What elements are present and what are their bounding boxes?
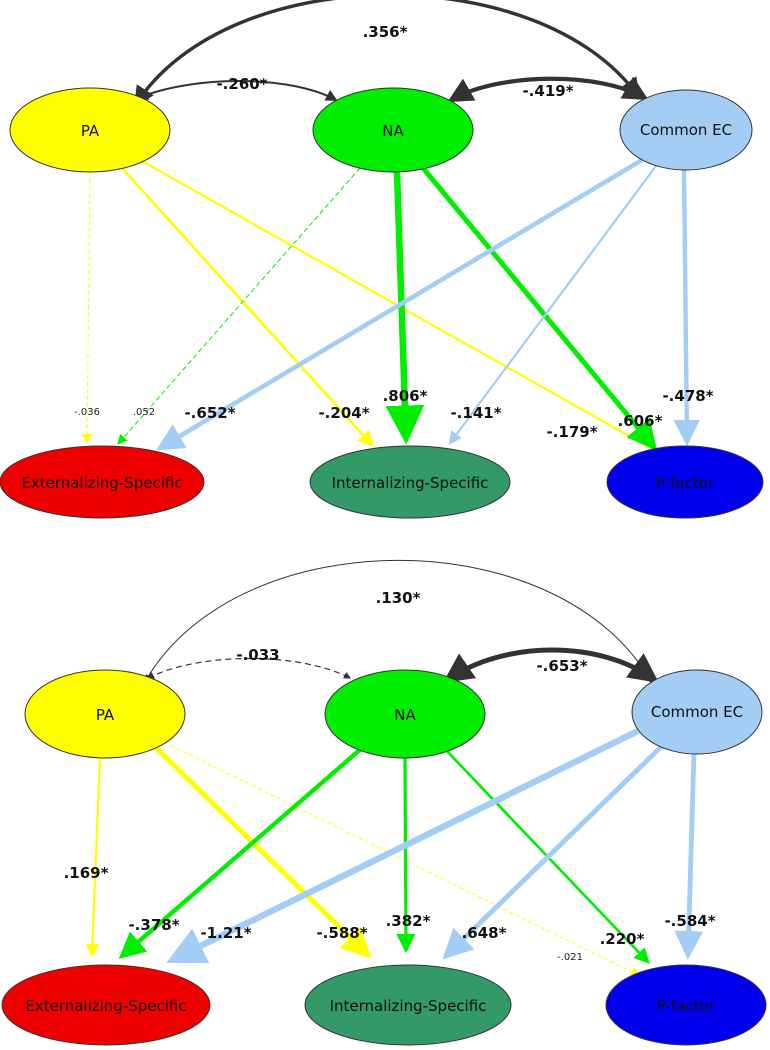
node-na-label: NA <box>382 122 404 140</box>
path-ec-int <box>442 742 666 960</box>
label-corr-pa-ec: .356* <box>363 23 408 41</box>
path-ec-ext <box>156 158 644 451</box>
label-corr-pa-na: -.260* <box>216 75 267 93</box>
label-pa-pf: -.179* <box>546 423 597 441</box>
path-pa-int <box>146 738 372 959</box>
label-ec-int: -.141* <box>450 404 501 422</box>
nodes-bottom: PA NA Common EC Externalizing-Specific I… <box>1 669 767 1046</box>
corr-pa-na <box>146 657 352 679</box>
label-corr-na-ec: -.419* <box>522 82 573 100</box>
label-pa-ext: .169* <box>64 864 109 882</box>
node-pa-label: PA <box>96 706 115 724</box>
path-pa-pf <box>163 741 641 977</box>
label-pa-int: -.588* <box>316 924 367 942</box>
label-pa-int: -.204* <box>318 404 369 422</box>
path-na-pf <box>443 747 650 964</box>
path-na-int <box>396 755 416 954</box>
label-ec-pf: -.584* <box>664 912 715 930</box>
label-ec-ext: -.652* <box>184 404 235 422</box>
node-common-ec <box>619 89 753 171</box>
node-internalizing-label: Internalizing-Specific <box>330 997 487 1015</box>
path-na-ext <box>118 746 364 959</box>
paths-top <box>82 158 700 460</box>
panel-bottom: PA NA Common EC Externalizing-Specific I… <box>1 559 767 1046</box>
node-externalizing-label: Externalizing-Specific <box>25 997 186 1015</box>
node-internalizing <box>304 964 512 1046</box>
node-na-label: NA <box>394 706 416 724</box>
paths-bottom <box>85 727 704 977</box>
panel-top: PA NA Common EC Externalizing-Specific I… <box>0 0 764 519</box>
node-p-factor-label: P-factor <box>657 997 716 1015</box>
node-internalizing <box>309 445 511 519</box>
path-na-ext <box>117 167 361 445</box>
label-ec-pf: -.478* <box>662 387 713 405</box>
path-ec-int <box>448 165 657 445</box>
labels-top: .356* -.260* -.419* -.036 .052 -.652* -.… <box>74 23 714 441</box>
correlations-bottom <box>145 559 660 684</box>
nodes-top: PA NA Common EC Externalizing-Specific I… <box>0 87 764 519</box>
corr-pa-ec <box>134 0 640 107</box>
path-na-pf <box>421 166 658 451</box>
node-externalizing <box>1 964 211 1046</box>
corr-na-ec <box>442 647 660 683</box>
label-na-pf: .220* <box>600 930 645 948</box>
node-externalizing <box>0 445 205 519</box>
node-pa <box>24 669 186 759</box>
path-pa-ext <box>85 755 102 958</box>
label-corr-na-ec: -.653* <box>536 657 587 675</box>
label-ec-ext: -1.21* <box>200 924 251 942</box>
node-na <box>312 87 474 173</box>
label-na-int: .806* <box>383 387 428 405</box>
label-corr-pa-ec: .130* <box>376 589 421 607</box>
node-common-ec-label: Common EC <box>640 121 732 139</box>
label-na-ext: -.378* <box>128 916 179 934</box>
label-pa-pf: -.021 <box>557 952 583 963</box>
path-ec-pf <box>673 169 700 447</box>
path-pa-int <box>121 167 374 447</box>
labels-bottom: .130* -.033 -.653* .169* -.378* -1.21* -… <box>64 589 716 963</box>
node-pa-label: PA <box>81 122 100 140</box>
path-ec-pf <box>674 751 704 960</box>
correlations-top <box>134 0 649 107</box>
label-na-pf: .606* <box>618 412 663 430</box>
corr-na-ec <box>447 76 649 103</box>
corr-pa-ec <box>145 559 653 684</box>
path-pa-ext <box>82 171 93 444</box>
node-common-ec <box>631 669 763 755</box>
label-na-ext: .052 <box>133 407 155 418</box>
label-na-int: .382* <box>386 912 431 930</box>
label-ec-int: .648* <box>462 924 507 942</box>
corr-pa-na <box>136 80 338 101</box>
node-pa <box>9 87 171 173</box>
node-p-factor <box>605 964 767 1046</box>
node-p-factor-label: P-factor <box>656 474 715 492</box>
node-p-factor <box>606 445 764 519</box>
path-ec-ext <box>166 727 642 964</box>
label-corr-pa-na: -.033 <box>236 646 279 664</box>
node-na <box>324 669 486 759</box>
label-pa-ext: -.036 <box>74 407 100 418</box>
node-internalizing-label: Internalizing-Specific <box>332 474 489 492</box>
node-common-ec-label: Common EC <box>651 703 743 721</box>
node-externalizing-label: Externalizing-Specific <box>21 474 182 492</box>
